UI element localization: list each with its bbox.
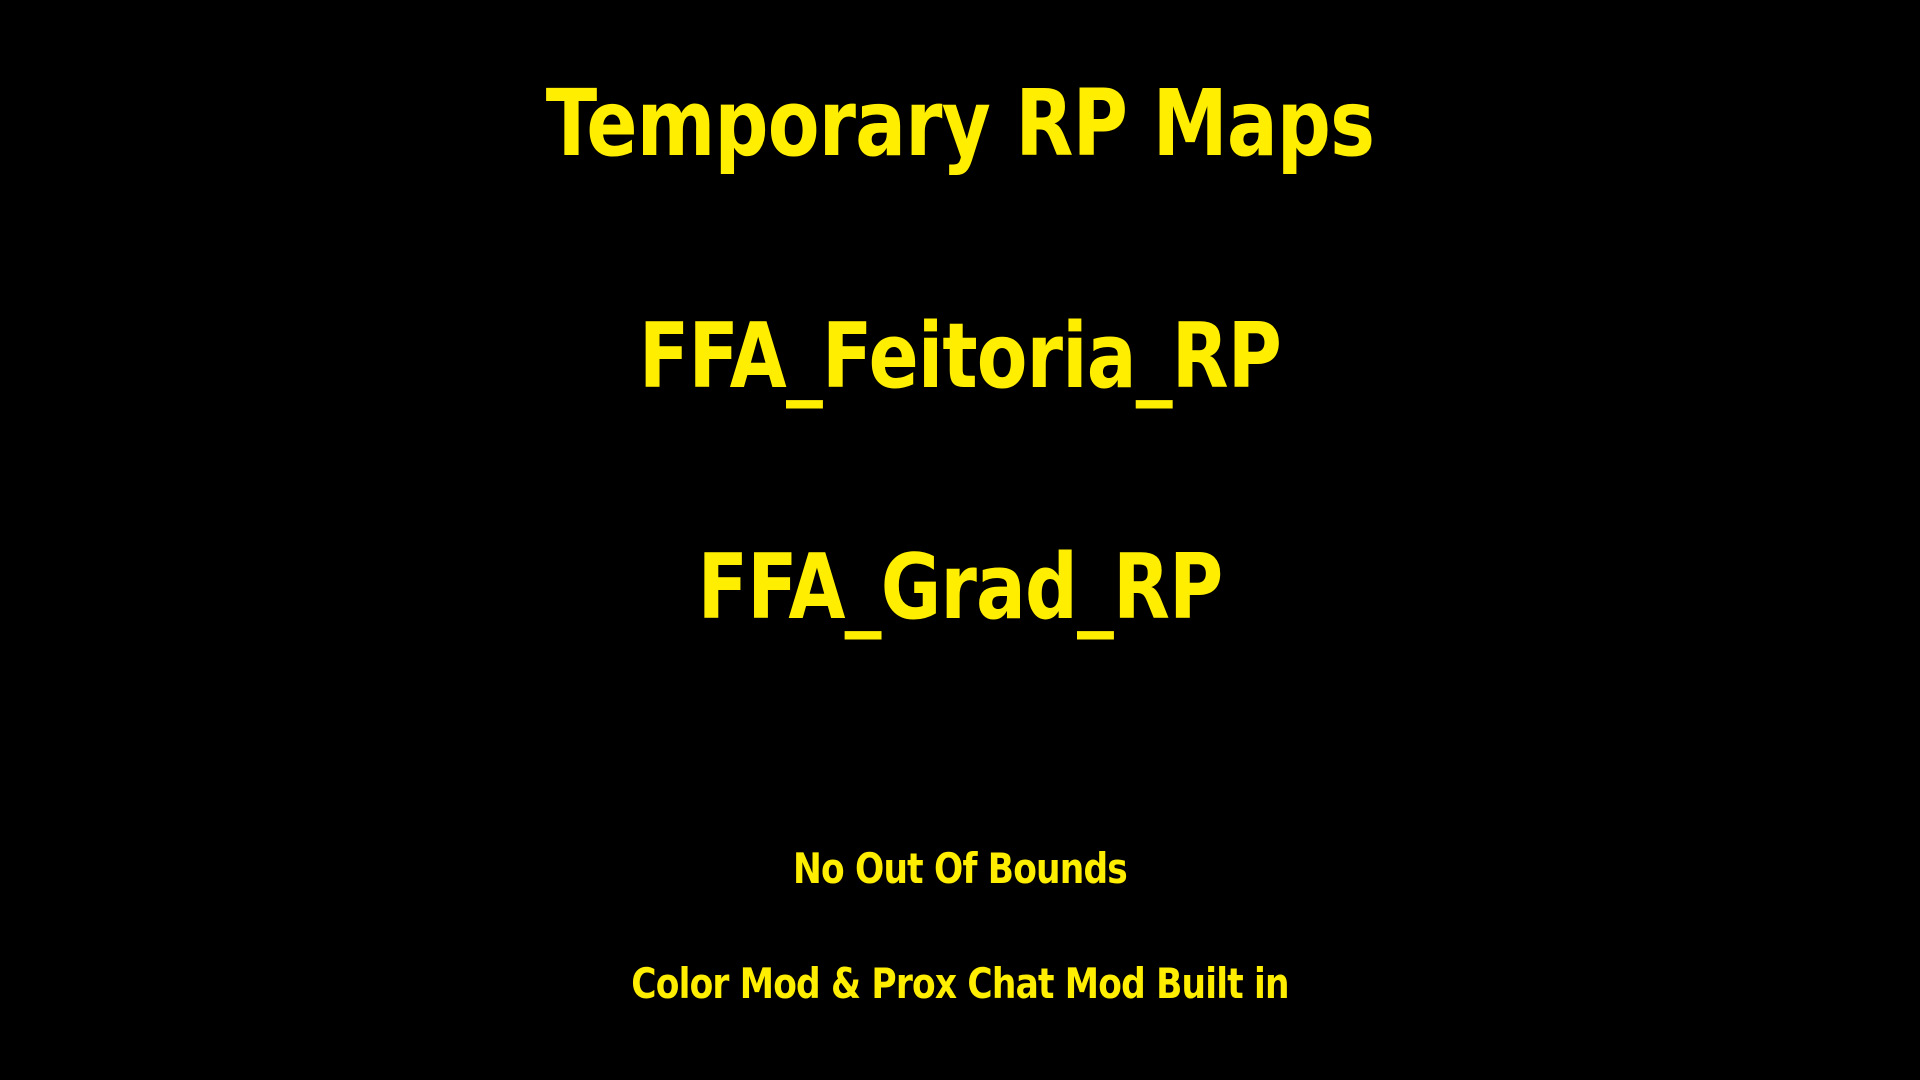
map-name-grad: FFA_Grad_RP <box>697 535 1224 640</box>
map-name-feitoria: FFA_Feitoria_RP <box>638 304 1282 409</box>
slide-title: Temporary RP Maps <box>545 70 1375 177</box>
note-mods-built-in: Color Mod & Prox Chat Mod Built in <box>631 959 1289 1008</box>
note-no-out-of-bounds: No Out Of Bounds <box>793 844 1128 893</box>
